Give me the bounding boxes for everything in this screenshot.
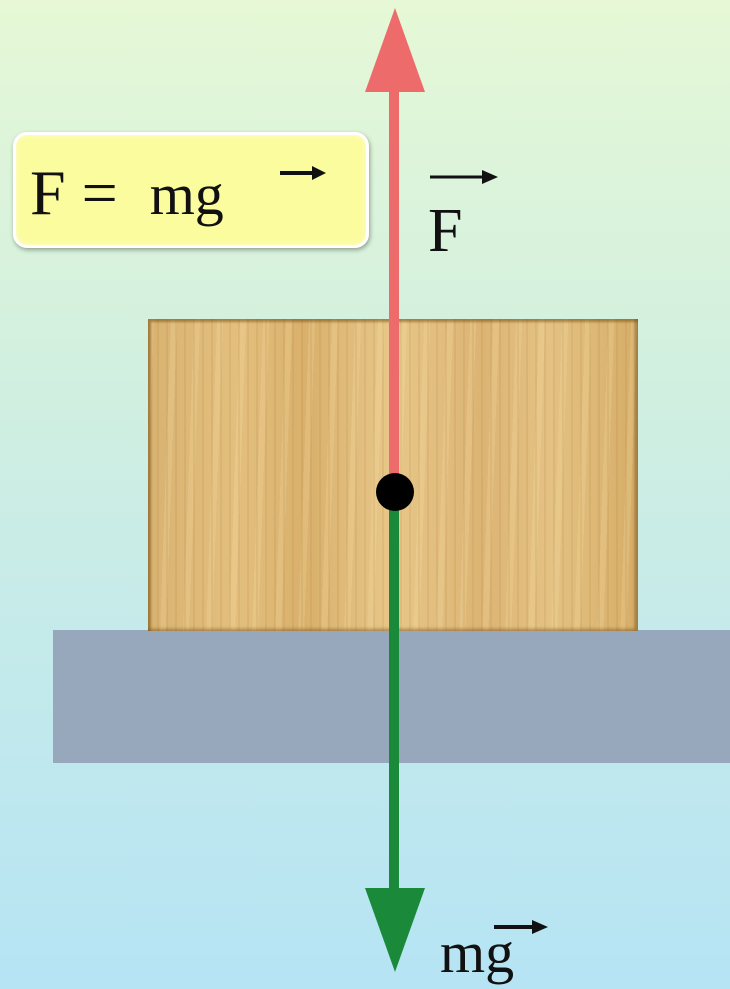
- force-label-vector-arrow-icon: [430, 170, 498, 184]
- weight-arrow-head: [365, 888, 425, 972]
- formula-equals: =: [81, 157, 118, 228]
- formula-text: F = mg: [30, 161, 224, 225]
- formula-box: F = mg: [13, 132, 369, 248]
- force-label: F: [428, 197, 463, 265]
- center-of-mass-dot: [376, 473, 414, 511]
- force-arrow-shaft: [389, 88, 399, 492]
- formula-rhs: mg: [149, 162, 224, 227]
- weight-arrow-shaft: [389, 492, 399, 890]
- weight-label-vector-arrow-icon: [494, 920, 548, 934]
- weight-label: mg: [440, 920, 515, 985]
- formula-vector-arrow-icon: [280, 166, 326, 180]
- force-arrow-head: [365, 8, 425, 92]
- formula-lhs: F: [30, 157, 66, 228]
